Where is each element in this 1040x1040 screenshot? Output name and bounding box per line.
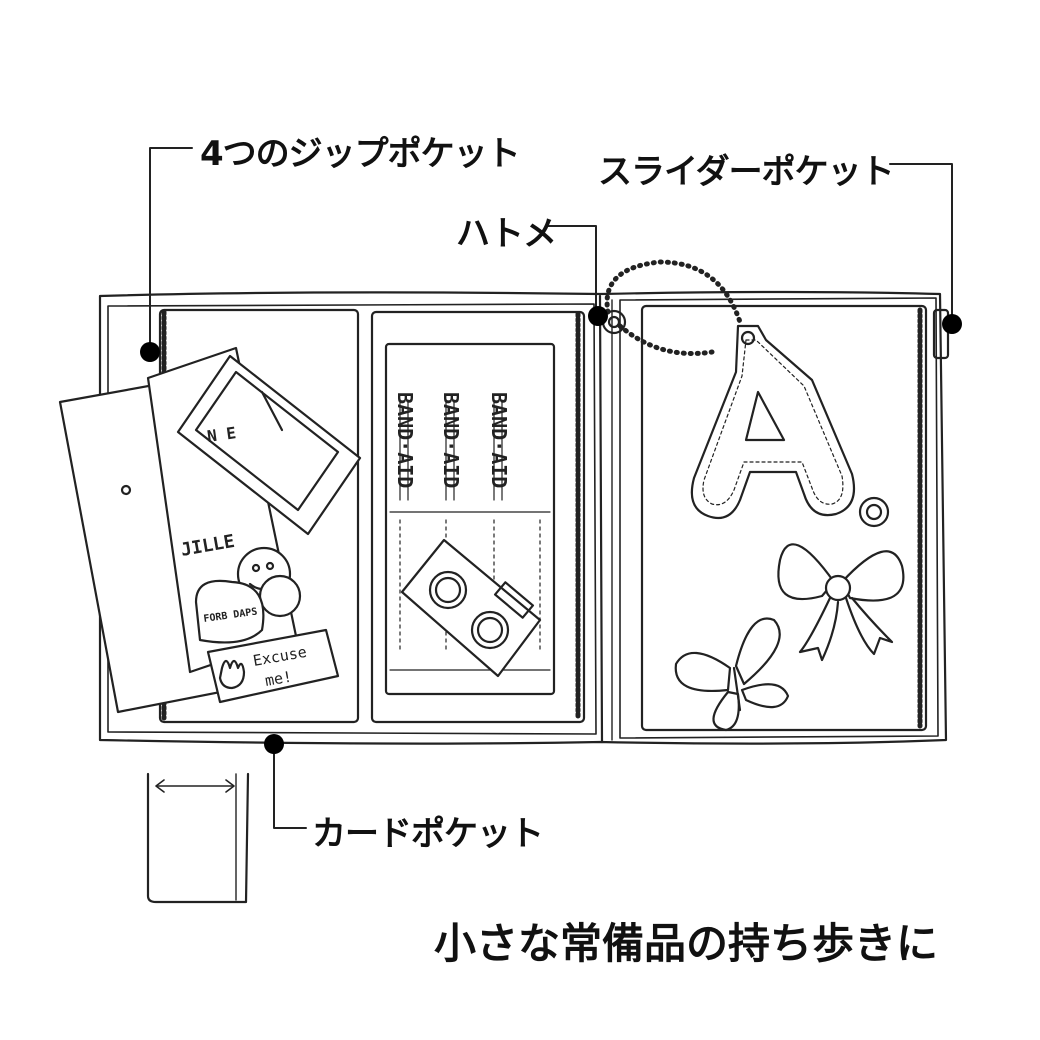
card-pocket-detail xyxy=(146,772,250,904)
right-zip-pocket xyxy=(640,304,950,732)
sticker xyxy=(194,579,265,644)
slider-pocket-label: スライダーポケット xyxy=(598,152,895,192)
partial-text-1: N E xyxy=(206,423,237,446)
card-pocket-label: カードポケット xyxy=(312,814,544,854)
bandage-brand-2: BAND·AID xyxy=(439,392,463,488)
eyelet-label: ハトメ xyxy=(456,214,557,254)
photo-card xyxy=(176,354,362,536)
letter-a-charm xyxy=(690,324,856,520)
ball-chain xyxy=(604,259,743,325)
note-text-line2: me! xyxy=(264,668,294,690)
bow-sticker xyxy=(777,543,905,662)
callout-dots xyxy=(140,306,962,754)
bandage-brand-3: BAND·AID xyxy=(487,392,511,488)
bandage-brand-1: BAND·AID xyxy=(393,392,417,488)
middle-zip-pocket xyxy=(370,310,586,724)
zip-pockets-label: 4つのジップポケット xyxy=(200,134,521,174)
pill-blister xyxy=(400,538,542,678)
callout-lines xyxy=(149,147,953,829)
tagline: 小さな常備品の持ち歩きに xyxy=(434,919,939,968)
butterfly-sticker xyxy=(674,617,790,732)
